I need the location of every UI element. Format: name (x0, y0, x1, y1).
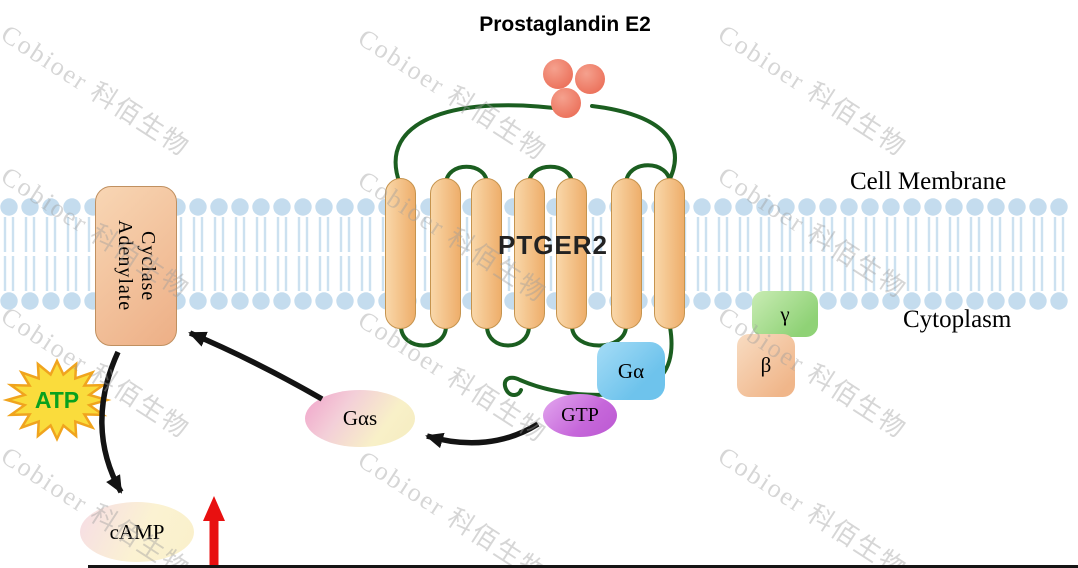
adenylate-cyclase-label: Adenylate Cyclase (113, 220, 159, 311)
beta-label: β (760, 353, 772, 377)
receptor-helix (611, 178, 642, 329)
ligand-molecule (543, 59, 573, 89)
adenylate-cyclase-line2: Cyclase (137, 230, 159, 302)
intracellular-loop-3 (570, 324, 628, 348)
g-alpha-subunit: Gα (597, 342, 665, 400)
gas-protein: Gαs (305, 390, 415, 447)
receptor-helix (385, 178, 416, 329)
receptor-name: PTGER2 (497, 230, 609, 260)
intracellular-loop-2 (485, 324, 531, 348)
adenylate-cyclase: Adenylate Cyclase (95, 186, 177, 346)
ligand-molecule (551, 88, 581, 118)
extracellular-loop-2 (527, 164, 574, 186)
gas-label: Gαs (342, 406, 378, 430)
adenylate-cyclase-line1: Adenylate (114, 220, 136, 312)
cytoplasm-label: Cytoplasm (903, 306, 1012, 333)
receptor-helix (556, 178, 587, 329)
cell-membrane-label: Cell Membrane (850, 168, 1007, 195)
intracellular-loop-1 (399, 324, 448, 348)
atp-label: ATP (34, 387, 80, 413)
gtp-molecule: GTP (543, 394, 617, 437)
gamma-subunit: γ (752, 291, 818, 337)
gtp-label: GTP (561, 404, 599, 426)
beta-subunit: β (737, 334, 795, 397)
gamma-label: γ (780, 301, 790, 326)
extracellular-loop-1 (444, 164, 489, 186)
atp-starburst (2, 358, 112, 442)
bottom-border (88, 565, 1078, 568)
receptor-helix (471, 178, 502, 329)
n-terminus-loop (393, 103, 572, 186)
camp-label: cAMP (109, 519, 165, 544)
ligand-molecule (575, 64, 605, 94)
ligand-binding-loop (590, 104, 677, 185)
camp-molecule: cAMP (80, 502, 194, 562)
receptor-helix (514, 178, 545, 329)
receptor-helix (430, 178, 461, 329)
receptor-helix (654, 178, 685, 329)
diagram-title: Prostaglandin E2 (479, 13, 651, 36)
g-alpha-label: Gα (617, 358, 645, 383)
